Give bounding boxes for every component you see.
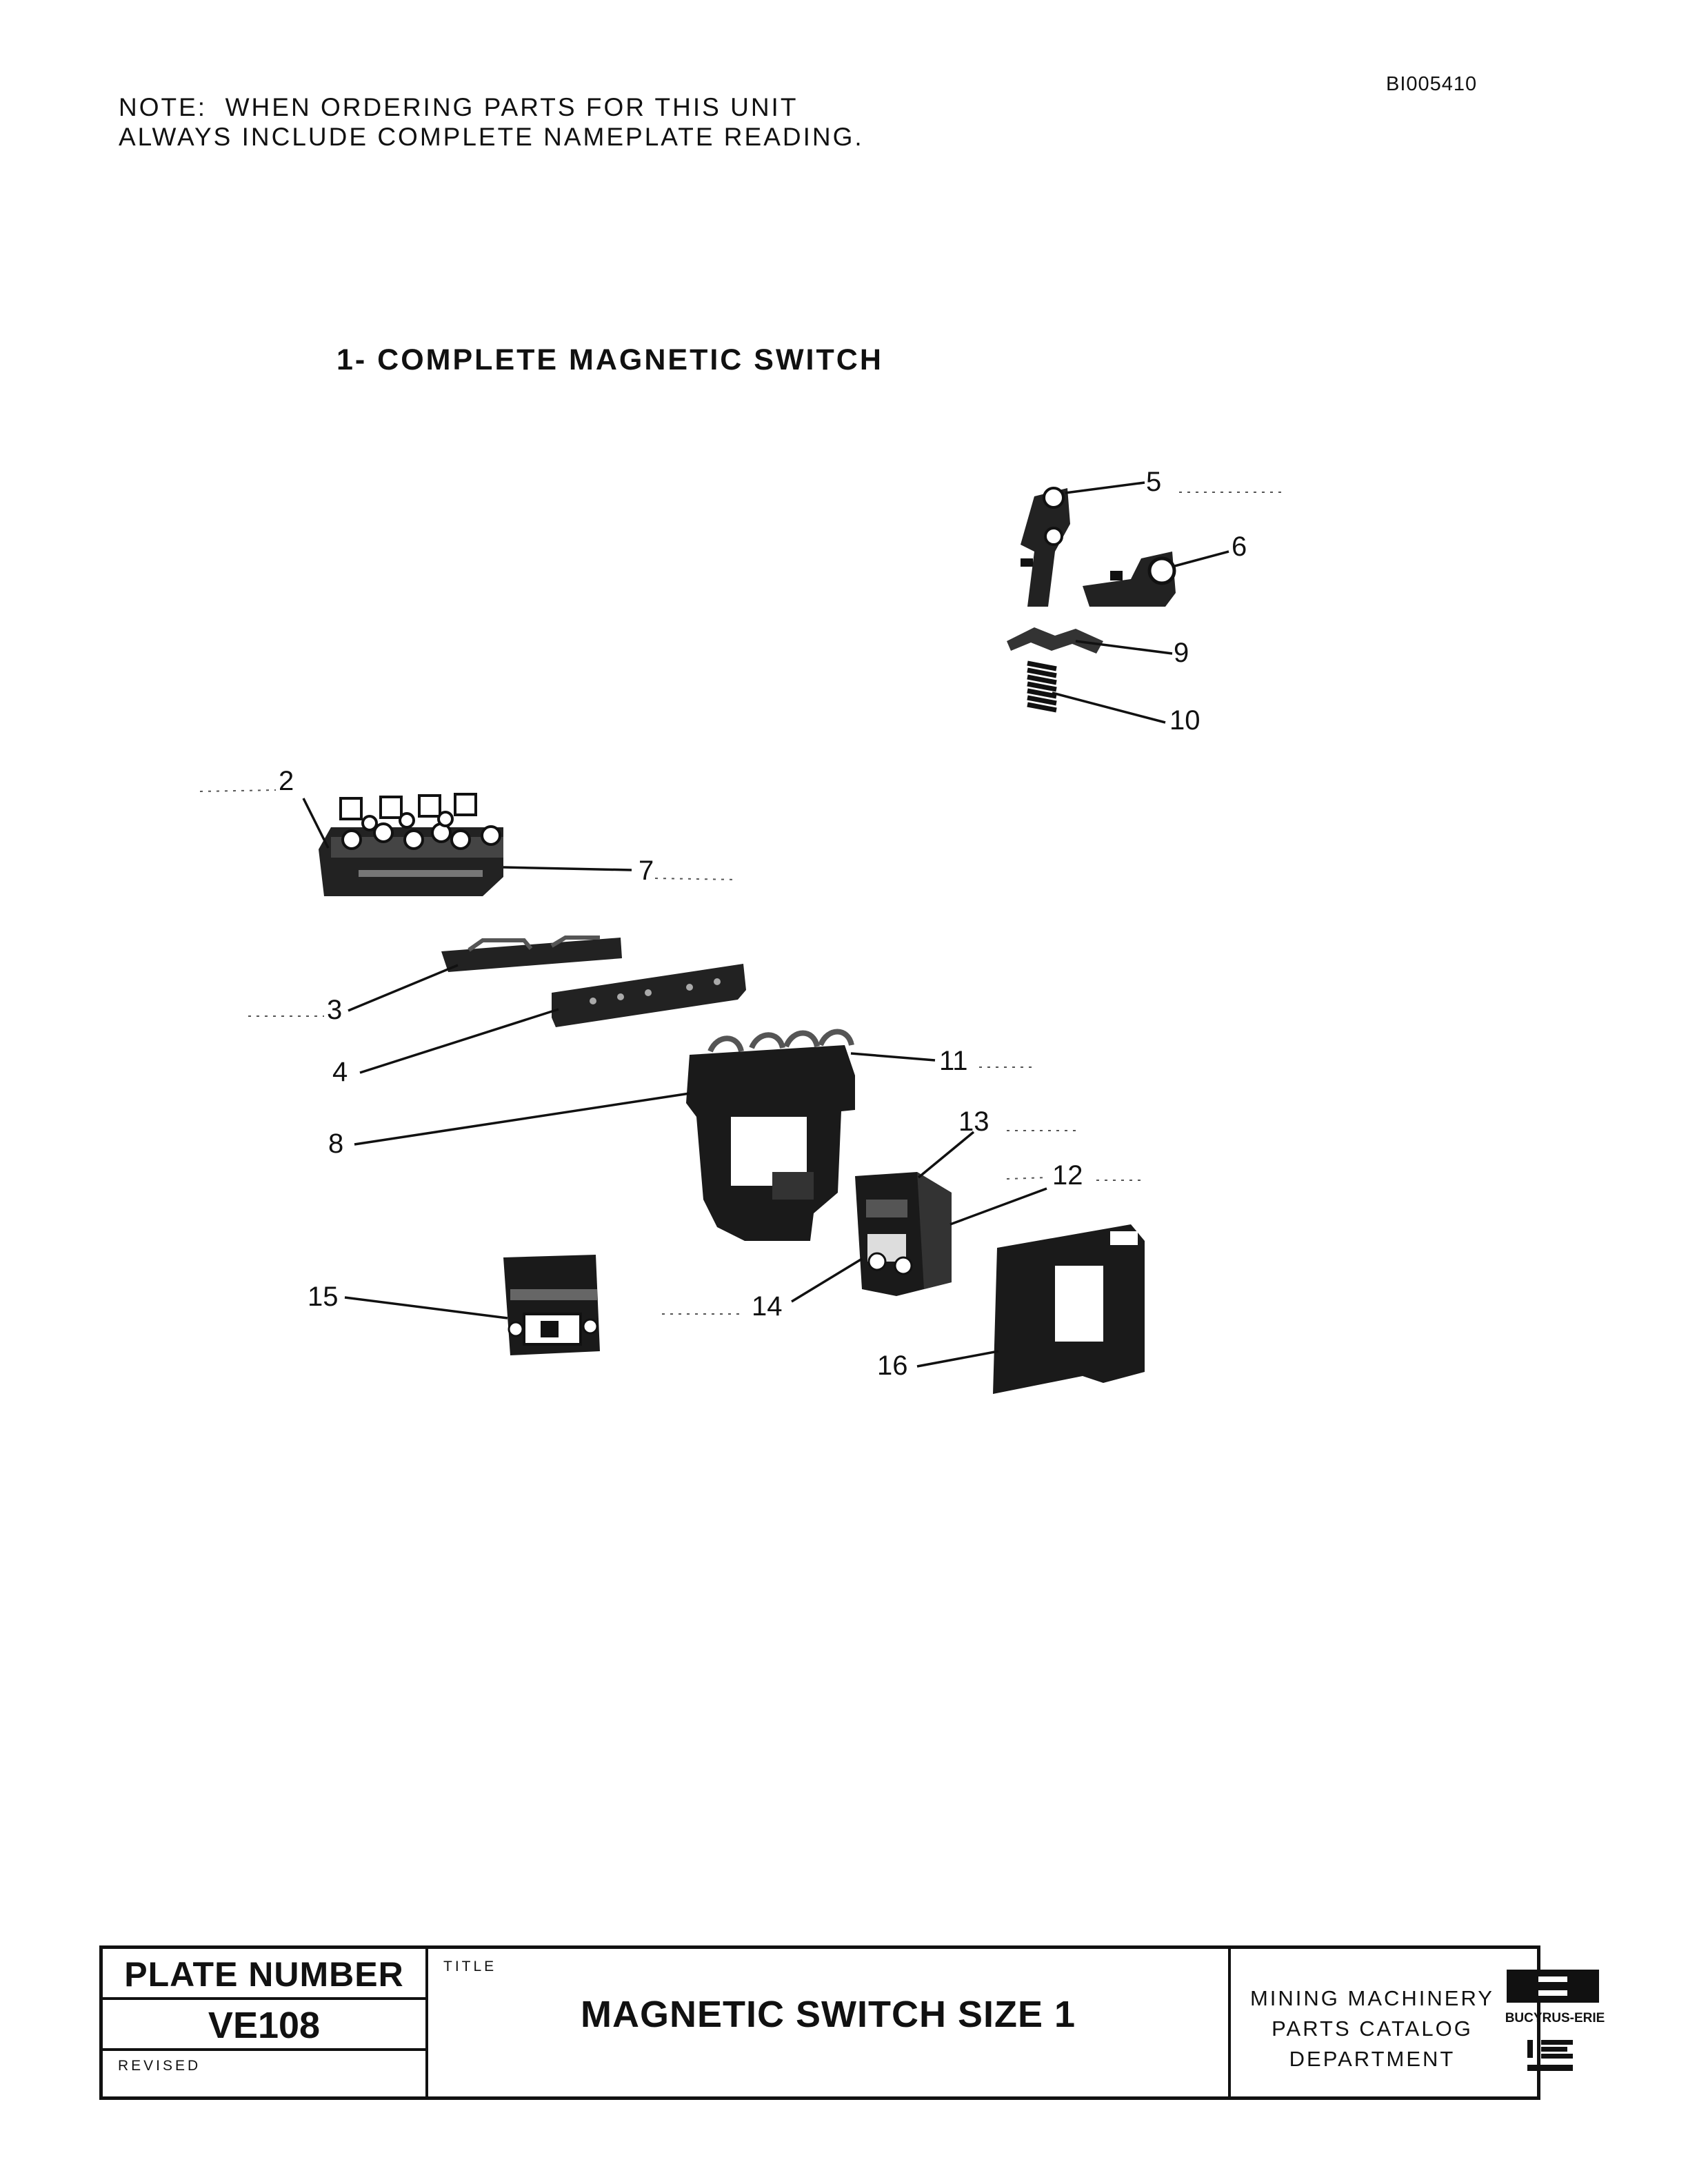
logo-wordmark: BUCYRUS-ERIE [1505, 2011, 1605, 2025]
callout-4: 4 [332, 1057, 348, 1087]
part-5-contact-bracket [1021, 487, 1070, 607]
callout-15: 15 [308, 1282, 339, 1312]
dept-line-2: PARTS CATALOG [1272, 2016, 1473, 2041]
callout-3: 3 [327, 995, 342, 1025]
callout-13: 13 [958, 1106, 989, 1137]
plate-number-label: PLATE NUMBER [103, 1949, 425, 2000]
document-id: BI005410 [1386, 73, 1478, 95]
callout-16: 16 [877, 1351, 908, 1381]
dept-line-1: MINING MACHINERY [1249, 1986, 1494, 2010]
part-6-contact [1083, 552, 1176, 607]
callout-2: 2 [279, 766, 294, 796]
department-name: MINING MACHINERY PARTS CATALOG DEPARTMEN… [1238, 1983, 1507, 2074]
callout-6: 6 [1232, 532, 1247, 562]
part-10-coil-spring [1027, 660, 1057, 713]
callout-14: 14 [752, 1291, 783, 1322]
title-label: TITLE [443, 1959, 497, 1974]
note-line-2: ALWAYS INCLUDE COMPLETE NAMEPLATE READIN… [119, 123, 864, 151]
part-13-coil-assembly [855, 1172, 952, 1296]
ordering-note: NOTE: WHEN ORDERING PARTS FOR THIS UNIT … [119, 92, 864, 152]
note-line-1: NOTE: WHEN ORDERING PARTS FOR THIS UNIT [119, 93, 798, 121]
bucyrus-erie-logo-icon [1507, 1970, 1599, 2003]
title-cell: TITLE MAGNETIC SWITCH SIZE 1 [428, 1949, 1231, 2096]
plate-number-cell: PLATE NUMBER VE108 REVISED [103, 1949, 428, 2096]
callout-11: 11 [939, 1046, 968, 1076]
part-9-spring-clip [1007, 627, 1103, 654]
part-2-terminal-block [319, 793, 503, 896]
part-15-auxiliary-block [503, 1255, 600, 1355]
leader-lines [302, 481, 1229, 1368]
plate-number-value: VE108 [103, 2000, 425, 2051]
part-4-contact-bar [552, 964, 746, 1027]
revised-label: REVISED [118, 2058, 201, 2074]
callout-7: 7 [639, 856, 654, 886]
part-16-armature-frame [993, 1224, 1145, 1394]
part-3-contact-bar [441, 936, 622, 972]
department-cell: MINING MACHINERY PARTS CATALOG DEPARTMEN… [1231, 1949, 1605, 2096]
erie-emblem-icon [1527, 2040, 1573, 2071]
title-block: PLATE NUMBER VE108 REVISED TITLE MAGNETI… [99, 1945, 1605, 2100]
part-8-magnet-frame [686, 1029, 855, 1241]
plate-title: MAGNETIC SWITCH SIZE 1 [580, 1994, 1076, 2035]
drawing-title: 1- COMPLETE MAGNETIC SWITCH [336, 343, 883, 376]
callout-12: 12 [1052, 1160, 1083, 1191]
callout-5: 5 [1146, 467, 1161, 497]
callout-10: 10 [1169, 705, 1200, 736]
callout-8: 8 [328, 1129, 343, 1159]
dept-line-3: DEPARTMENT [1289, 2047, 1456, 2071]
callout-9: 9 [1174, 638, 1189, 668]
